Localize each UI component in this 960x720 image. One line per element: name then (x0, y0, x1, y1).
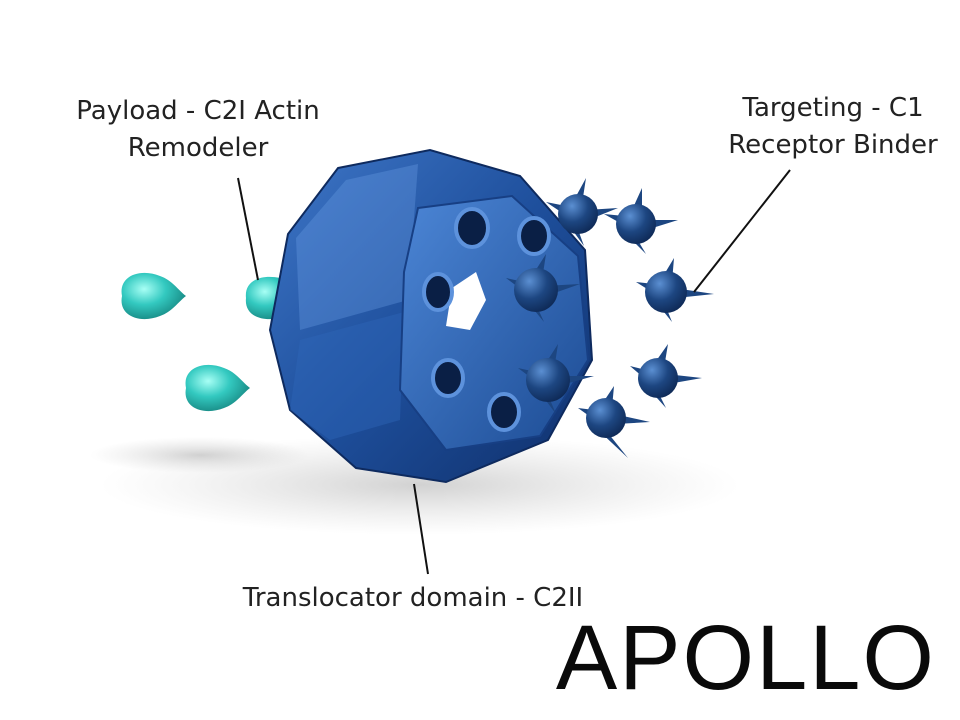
targeting-leader-line (693, 169, 791, 293)
translocator-leader-line (413, 483, 429, 575)
payload-label-line1: Payload - C2I Actin (76, 96, 320, 126)
payload-leader-line (237, 177, 259, 281)
payload-particle-icon (121, 272, 186, 320)
translocator-label-text: Translocator domain - C2II (242, 583, 584, 613)
payload-shadow (90, 437, 310, 473)
payload-particle-icon (185, 364, 250, 412)
receptor-binder-icon (630, 344, 702, 408)
translocator-heptamer-icon (268, 148, 594, 484)
targeting-label-line2: Receptor Binder (728, 130, 938, 160)
receptor-binders (506, 178, 714, 458)
channel-holes (422, 207, 551, 432)
receptor-binder-icon (518, 344, 594, 414)
apollo-title: APOLLO (555, 607, 936, 709)
receptor-binder-icon (604, 188, 678, 254)
receptor-binder-icon (546, 178, 618, 246)
receptor-binder-icon (636, 258, 714, 322)
targeting-label: Targeting - C1 Receptor Binder (708, 90, 958, 164)
receptor-binder-icon (506, 254, 580, 322)
receptor-binder-icon (578, 386, 650, 458)
targeting-label-line1: Targeting - C1 (742, 93, 924, 123)
translocator-label: Translocator domain - C2II (228, 580, 598, 617)
payload-label: Payload - C2I Actin Remodeler (60, 93, 336, 167)
payload-label-line2: Remodeler (127, 133, 269, 163)
